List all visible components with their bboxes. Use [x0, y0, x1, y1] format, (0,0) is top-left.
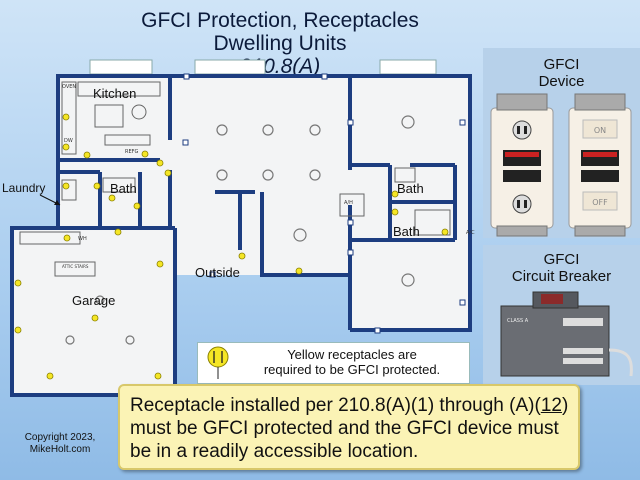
- standard-receptacles: [182, 73, 466, 334]
- copyright-line-2: MikeHolt.com: [29, 444, 91, 455]
- room-outside: Outside: [195, 265, 240, 280]
- gfci-breaker-illustration: CLASS A: [500, 291, 633, 377]
- room-bath-1: Bath: [110, 181, 137, 196]
- label-ac: A/C: [466, 230, 475, 236]
- breaker-body: [500, 305, 610, 377]
- note-box: Receptacle installed per 210.8(A)(1) thr…: [118, 384, 580, 470]
- room-kitchen: Kitchen: [93, 86, 137, 101]
- breaker-title-2: Circuit Breaker: [511, 268, 612, 285]
- note-part-2: ) must be GFCI protected and the GFCI de…: [130, 395, 569, 462]
- label-oven: OVEN: [62, 84, 76, 90]
- walls: [10, 74, 472, 397]
- on-label: ON: [594, 126, 606, 135]
- legend-line-2: required to be GFCI protected.: [263, 362, 441, 377]
- device-title-2: Device: [538, 73, 585, 90]
- note-part-1: Receptacle installed per 210.8(A)(1) thr…: [130, 395, 541, 416]
- label-wh: WH: [78, 236, 87, 242]
- laundry-arrowhead: [54, 200, 60, 205]
- room-bath-2: Bath: [397, 181, 424, 196]
- gfci-devices-illustration: ON OFF: [490, 93, 632, 237]
- breaker-class-label: CLASS A: [507, 318, 529, 324]
- device-title-1: GFCI: [543, 56, 580, 73]
- window-living: [194, 59, 266, 75]
- light-fixtures: [65, 115, 415, 345]
- label-ah: A/H: [344, 200, 353, 206]
- off-label: OFF: [592, 198, 608, 207]
- gfci-breaker-panel: GFCI Circuit Breaker CLASS A: [483, 245, 640, 385]
- legend-line-1: Yellow receptacles are: [287, 347, 417, 362]
- room-garage: Garage: [72, 293, 116, 308]
- legend: Yellow receptacles are required to be GF…: [197, 342, 470, 384]
- note-underlined: 12: [540, 395, 562, 416]
- legend-text: Yellow receptacles are required to be GF…: [238, 347, 466, 377]
- window-kitchen: [89, 59, 153, 75]
- gfci-receptacles: [14, 113, 449, 380]
- fixtures: [19, 81, 451, 277]
- copyright-line-1: Copyright 2023,: [24, 432, 96, 443]
- label-attic: ATTIC STAIRS: [62, 264, 89, 269]
- slide-title: GFCI Protection, Receptacles: [141, 9, 419, 32]
- label-refg: REFG: [125, 149, 139, 155]
- gfci-device-panel: GFCI Device ON OFF: [483, 48, 640, 238]
- legend-gfci-icon: [207, 346, 229, 379]
- breaker-test-button: [541, 294, 563, 304]
- breaker-title-1: GFCI: [543, 251, 580, 268]
- copyright: Copyright 2023, MikeHolt.com: [20, 432, 100, 456]
- room-laundry: Laundry: [2, 181, 46, 195]
- slide-subtitle: Dwelling Units: [213, 32, 347, 55]
- window-bedroom: [379, 59, 437, 75]
- room-bath-3: Bath: [393, 224, 420, 239]
- label-dw: DW: [64, 138, 73, 144]
- note-text: Receptacle installed per 210.8(A)(1) thr…: [130, 394, 575, 463]
